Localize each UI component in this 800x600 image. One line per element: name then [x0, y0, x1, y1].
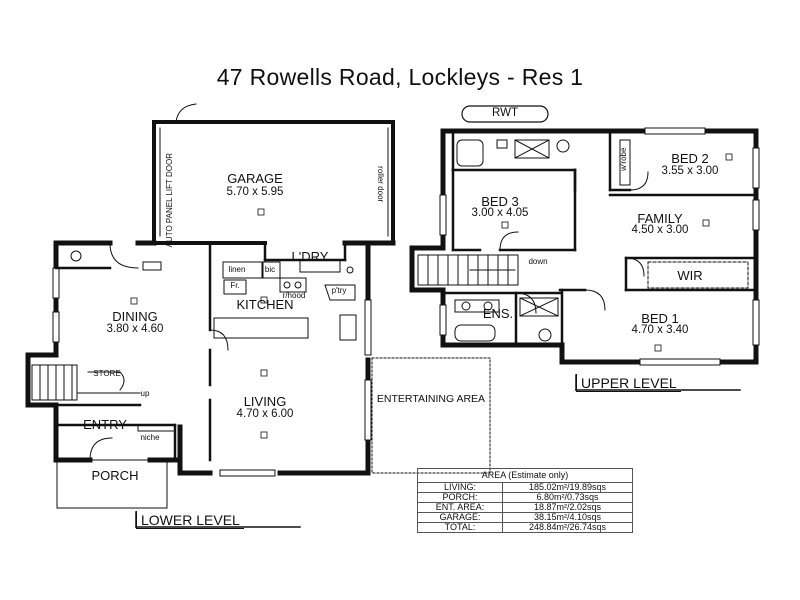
upper-door-swings: [499, 171, 649, 314]
room-label-laundry: L'DRY: [291, 249, 329, 264]
room-label-kitchen: KITCHEN: [236, 297, 294, 312]
lower-level-caption: LOWER LEVEL: [136, 511, 244, 529]
upper-interior-walls: [441, 129, 758, 347]
upper-level-caption: UPPER LEVEL: [576, 374, 681, 392]
room-dim-living: 4.70 x 6.00: [236, 408, 294, 420]
room-label-family: FAMILY: [637, 211, 683, 226]
lower-stairs: [31, 364, 141, 401]
area-row: TOTAL:248.84m²/26.74sqs: [417, 522, 633, 533]
area-value: 38.15m²/4.10sqs: [502, 512, 633, 523]
rwt-tank: [461, 105, 549, 123]
room-dim-bed1: 4.70 x 3.40: [631, 324, 689, 336]
room-label-dining: DINING: [112, 309, 158, 324]
room-dim-bed2: 3.55 x 3.00: [661, 165, 719, 177]
up-label: up: [140, 389, 150, 398]
room-label-living: LIVING: [243, 394, 287, 409]
bathroom-fittings: [454, 139, 749, 342]
room-label-entry: ENTRY: [83, 417, 127, 432]
area-row: LIVING:185.02m²/19.89sqs: [417, 482, 633, 493]
room-label-wir: WIR: [677, 268, 703, 283]
rhood-label: r/hood: [282, 291, 306, 300]
room-dim-dining: 3.80 x 4.60: [106, 323, 164, 335]
area-value: 185.02m²/19.89sqs: [502, 482, 633, 493]
room-dim-garage: 5.70 x 5.95: [226, 186, 284, 198]
lower-windows: [52, 267, 372, 477]
wrobe-label: w'robe: [618, 147, 628, 171]
bic-label: bic: [264, 265, 276, 274]
room-dim-bed3: 3.00 x 4.05: [471, 207, 529, 219]
linen-label: linen: [228, 265, 246, 274]
roller-door-label: roller door: [376, 166, 386, 203]
store-label: STORE: [93, 369, 121, 378]
area-label: LIVING:: [417, 482, 503, 493]
pantry-label: p'try: [331, 286, 347, 295]
entertaining-outline: [371, 357, 491, 474]
room-label-garage: GARAGE: [227, 171, 283, 186]
area-label: ENT. AREA:: [417, 502, 503, 513]
area-heading: AREA (Estimate only): [417, 468, 633, 483]
rwt-label: RWT: [492, 107, 518, 119]
room-dim-family: 4.50 x 3.00: [631, 224, 689, 236]
room-label-bed1: BED 1: [641, 311, 679, 326]
area-row: PORCH:6.80m²/0.73sqs: [417, 492, 633, 503]
area-label: TOTAL:: [417, 522, 503, 533]
area-row: GARAGE:38.15m²/4.10sqs: [417, 512, 633, 523]
room-label-porch: PORCH: [91, 468, 139, 483]
area-label: PORCH:: [417, 492, 503, 503]
area-table: AREA (Estimate only) LIVING:185.02m²/19.…: [417, 468, 633, 533]
room-label-ens: ENS.: [482, 306, 514, 321]
kitchen-fittings: [213, 259, 357, 341]
area-label: GARAGE:: [417, 512, 503, 523]
area-value: 248.84m²/26.74sqs: [502, 522, 633, 533]
plan-title: 47 Rowells Road, Lockleys - Res 1: [216, 64, 584, 90]
room-label-bed2: BED 2: [671, 151, 709, 166]
area-row: ENT. AREA:18.87m²/2.02sqs: [417, 502, 633, 513]
upper-stairs: [417, 254, 519, 286]
down-label: down: [528, 257, 548, 266]
area-value: 18.87m²/2.02sqs: [502, 502, 633, 513]
light-markers: [130, 153, 733, 439]
niche-label: niche: [140, 433, 160, 442]
porch-outline: [56, 459, 168, 509]
room-label-entertaining: ENTERTAINING AREA: [376, 393, 486, 405]
auto-door-label: AUTO PANEL LIFT DOOR: [164, 153, 174, 248]
garage-side-door: [175, 103, 197, 123]
area-value: 6.80m²/0.73sqs: [502, 492, 633, 503]
fridge-label: Fr.: [230, 281, 240, 290]
upper-windows: [439, 127, 760, 366]
room-label-bed3: BED 3: [481, 194, 519, 209]
